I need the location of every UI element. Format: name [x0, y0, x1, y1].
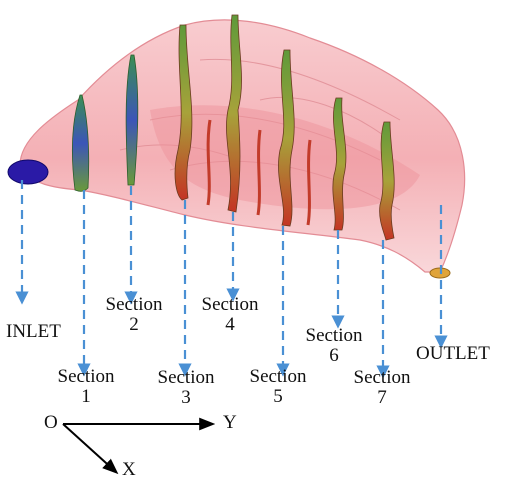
section-5-label: Section 5	[238, 367, 318, 407]
callout-arrows	[15, 180, 448, 379]
inlet-opening	[7, 159, 49, 185]
fin-section-5	[278, 49, 295, 227]
coordinate-axes	[62, 417, 216, 475]
section-3-number: 3	[181, 387, 191, 408]
section-2-label: Section 2	[94, 295, 174, 335]
fin-section-3	[174, 24, 193, 201]
outlet-label: OUTLET	[416, 343, 490, 364]
section-1-label: Section 1	[46, 367, 126, 407]
section-5-word: Section	[249, 366, 307, 387]
section-4-label: Section 4	[190, 295, 270, 335]
section-1-number: 1	[81, 386, 91, 407]
axis-y-label: Y	[223, 412, 237, 433]
section-2-number: 2	[129, 314, 139, 335]
fin-section-4	[226, 14, 242, 213]
section-4-word: Section	[201, 294, 259, 315]
section-2-word: Section	[105, 294, 163, 315]
section-6-label: Section 6	[294, 326, 374, 366]
inlet-label: INLET	[6, 321, 61, 342]
section-7-label: Section 7	[342, 368, 422, 408]
section-3-word: Section	[157, 367, 215, 388]
section-3-label: Section 3	[146, 368, 226, 408]
axis-x-line	[62, 423, 119, 475]
axis-origin-label: O	[44, 412, 58, 433]
section-6-number: 6	[329, 345, 339, 366]
section-7-number: 7	[377, 387, 387, 408]
fin-section-1	[71, 94, 90, 192]
fin-section-2	[125, 54, 139, 186]
section-1-word: Section	[57, 366, 115, 387]
section-fins	[71, 14, 395, 241]
section-6-word: Section	[305, 325, 363, 346]
section-4-number: 4	[225, 314, 235, 335]
fin-section-7	[379, 121, 395, 241]
axis-x-label: X	[122, 459, 136, 480]
section-7-word: Section	[353, 367, 411, 388]
section-5-number: 5	[273, 386, 283, 407]
